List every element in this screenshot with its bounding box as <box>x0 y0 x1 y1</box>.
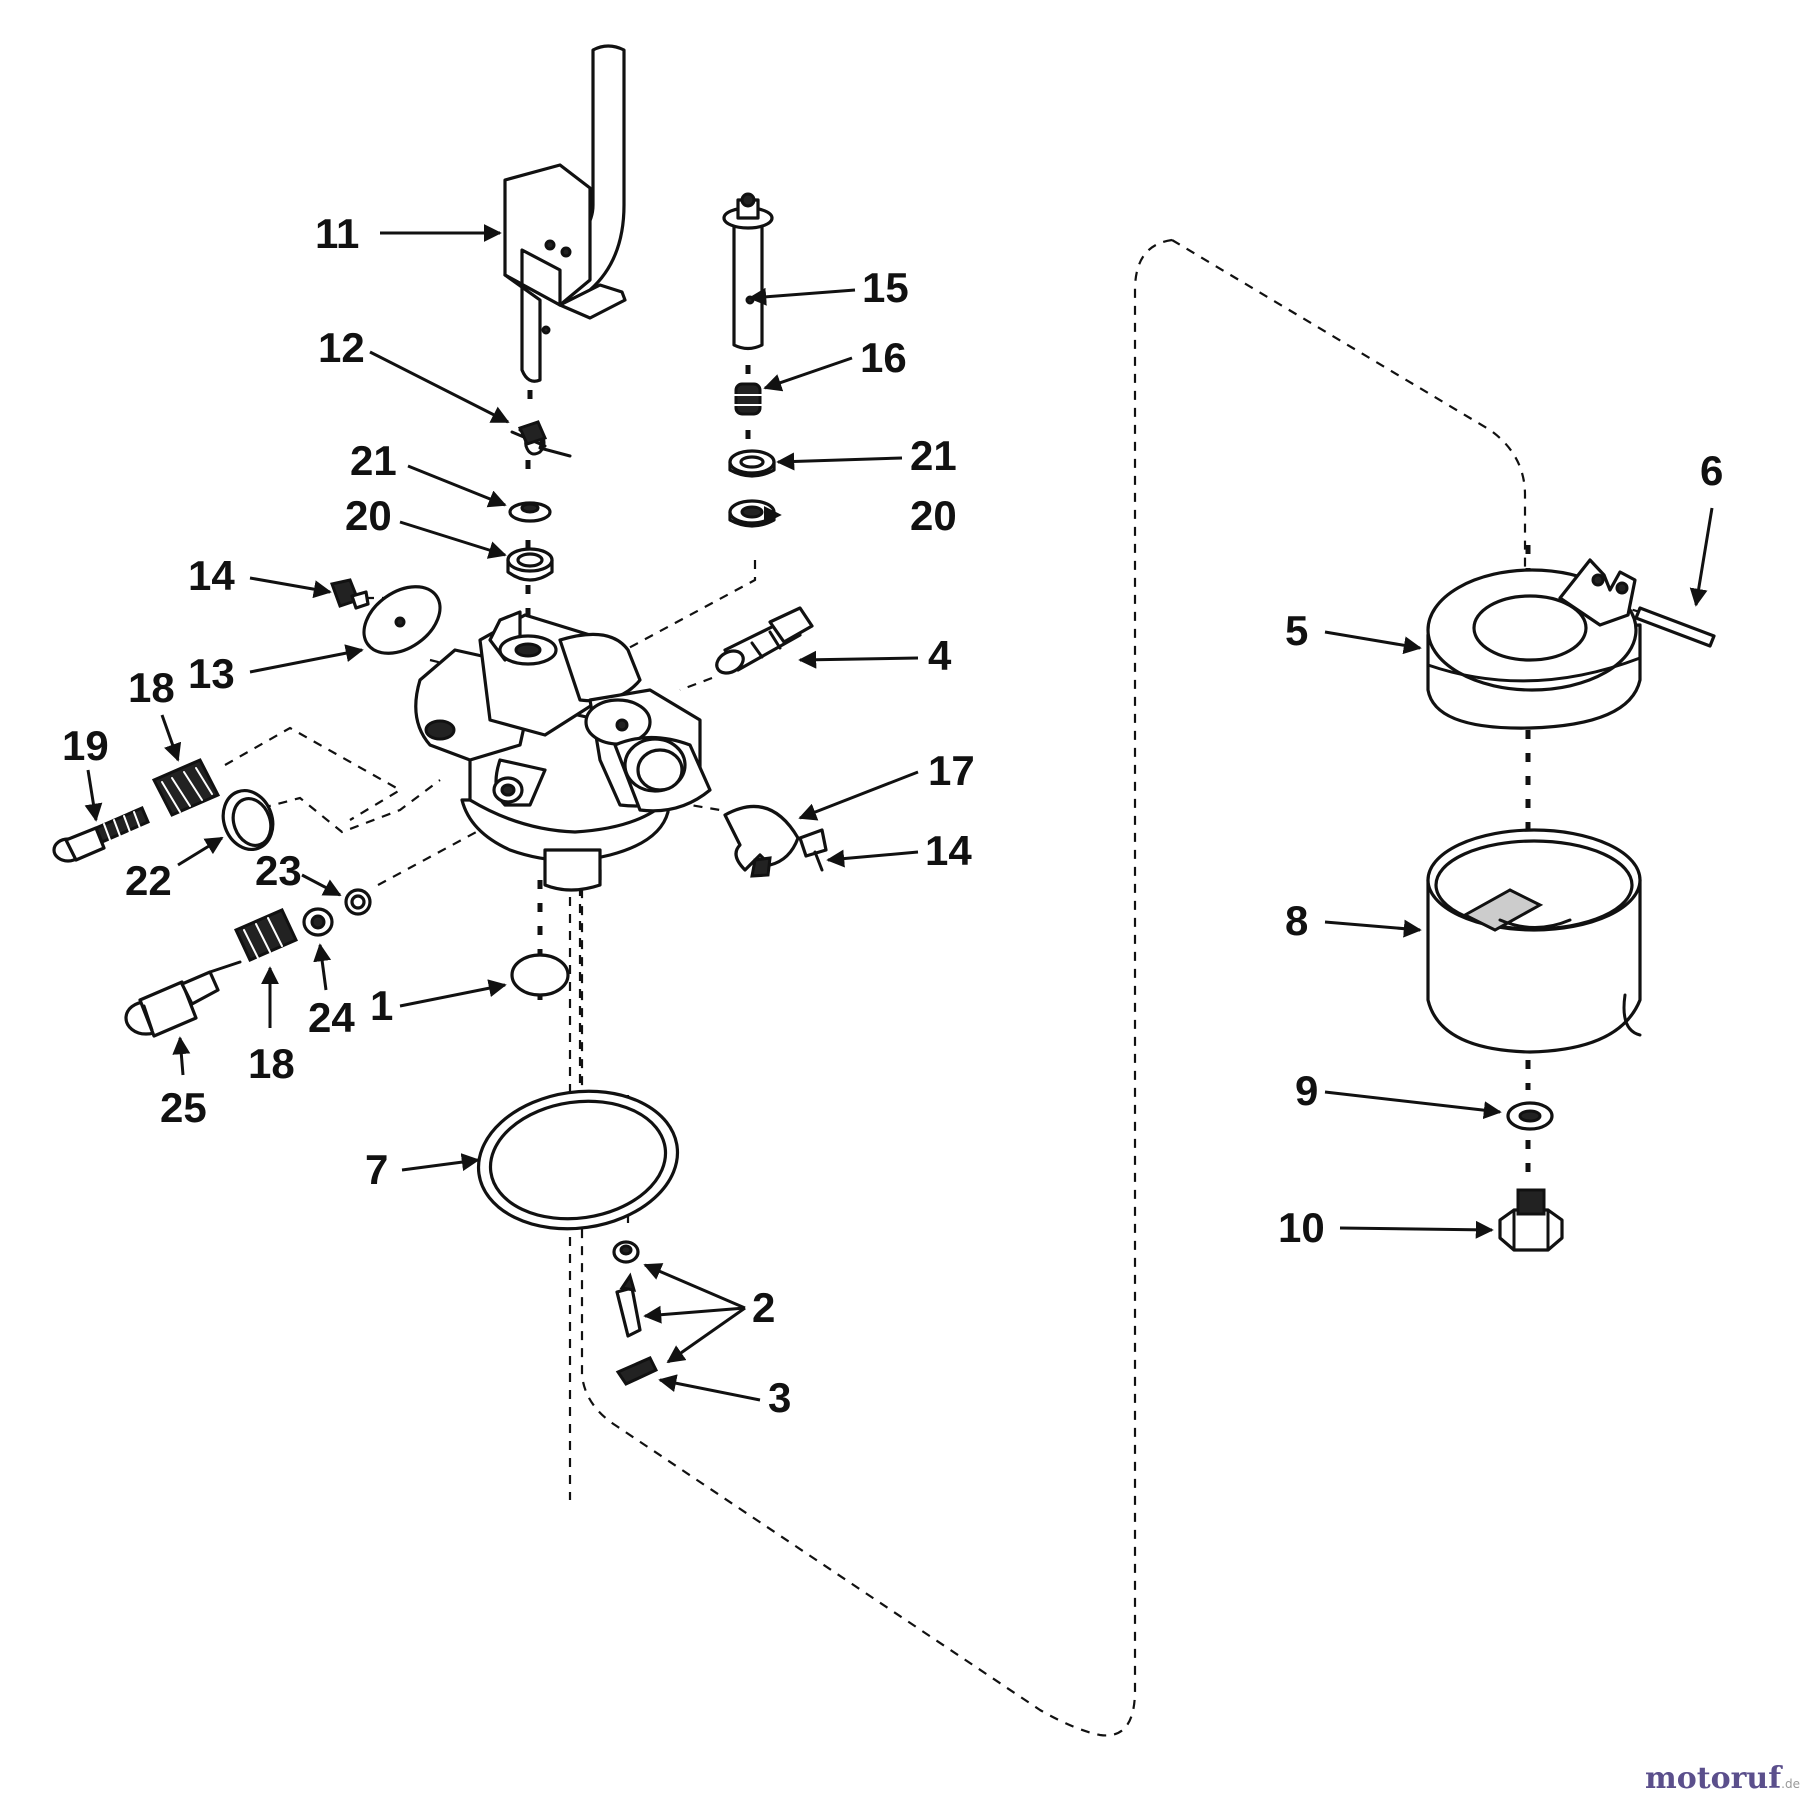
callout-15: 15 <box>862 264 909 311</box>
welch-plug-part-1 <box>510 953 570 997</box>
callout-6: 6 <box>1700 447 1723 494</box>
callout-7: 7 <box>365 1146 388 1193</box>
screw-part-14-right <box>798 828 828 872</box>
float-part-5 <box>1426 558 1642 730</box>
callout-21-right: 21 <box>910 432 957 479</box>
callout-23: 23 <box>255 847 302 894</box>
seal-part-21-left <box>508 501 552 523</box>
callout-8: 8 <box>1285 897 1308 944</box>
seal-part-21-right <box>728 449 776 478</box>
screw-part-14-left <box>330 578 370 610</box>
choke-lever-part-17 <box>723 804 800 878</box>
washer-part-9 <box>1506 1101 1554 1131</box>
washer-part-20-right <box>728 499 776 528</box>
callout-4: 4 <box>928 632 952 679</box>
carburetor-body <box>414 610 712 892</box>
callout-5: 5 <box>1285 607 1308 654</box>
callout-17: 17 <box>928 747 975 794</box>
washer-part-20-left <box>506 547 554 582</box>
clip-part-3 <box>615 1356 659 1386</box>
callout-11: 11 <box>315 210 359 257</box>
choke-plate-part-13 <box>362 585 442 655</box>
spring-part-16 <box>733 382 763 416</box>
callout-9: 9 <box>1295 1067 1318 1114</box>
callout-10: 10 <box>1278 1204 1325 1251</box>
callout-21-left: 21 <box>350 437 397 484</box>
hinge-pin-part-6 <box>1634 606 1716 648</box>
drain-nut-part-10 <box>1498 1188 1564 1252</box>
spring-part-18-lower <box>233 908 299 962</box>
svg-text:motoruf.de: motoruf.de <box>1645 1761 1800 1796</box>
gasket-part-23 <box>344 888 372 916</box>
main-adjust-screw-part-25 <box>124 960 242 1038</box>
idle-screw-part-19 <box>52 806 150 863</box>
callout-14-lower: 14 <box>925 827 972 874</box>
callout-20-left: 20 <box>345 492 392 539</box>
callout-14-upper: 14 <box>188 552 235 599</box>
watermark-text: motoruf <box>1645 1761 1783 1796</box>
callout-24: 24 <box>308 994 355 1041</box>
callout-labels: 11 15 12 16 21 21 20 20 14 13 4 18 19 17… <box>62 210 1723 1421</box>
callout-25: 25 <box>160 1084 207 1131</box>
watermark-suffix: .de <box>1781 1777 1800 1791</box>
callout-20-right: 20 <box>910 492 957 539</box>
callout-19: 19 <box>62 722 109 769</box>
leader-arrows <box>84 224 1714 1402</box>
throttle-lever-part-11 <box>503 44 627 383</box>
callout-12: 12 <box>318 324 365 371</box>
choke-shaft-part-15 <box>722 192 774 351</box>
callout-18-upper: 18 <box>128 664 175 711</box>
spring-part-18-upper <box>151 758 221 817</box>
fuel-inlet-part-4 <box>715 606 814 675</box>
float-bowl-part-8 <box>1426 828 1642 1054</box>
spring-part-12 <box>510 420 572 458</box>
plug-part-22 <box>221 789 275 851</box>
callout-1: 1 <box>370 982 393 1029</box>
watermark-logo: motoruf.de <box>1645 1761 1800 1796</box>
callout-16: 16 <box>860 334 907 381</box>
needle-seat-part-2 <box>612 1240 642 1338</box>
callout-22: 22 <box>125 857 172 904</box>
callout-2: 2 <box>752 1284 775 1331</box>
washer-part-24 <box>302 907 334 937</box>
bowl-gasket-part-7 <box>476 1089 680 1231</box>
callout-3: 3 <box>768 1374 791 1421</box>
callout-18-lower: 18 <box>248 1040 295 1087</box>
callout-13: 13 <box>188 650 235 697</box>
